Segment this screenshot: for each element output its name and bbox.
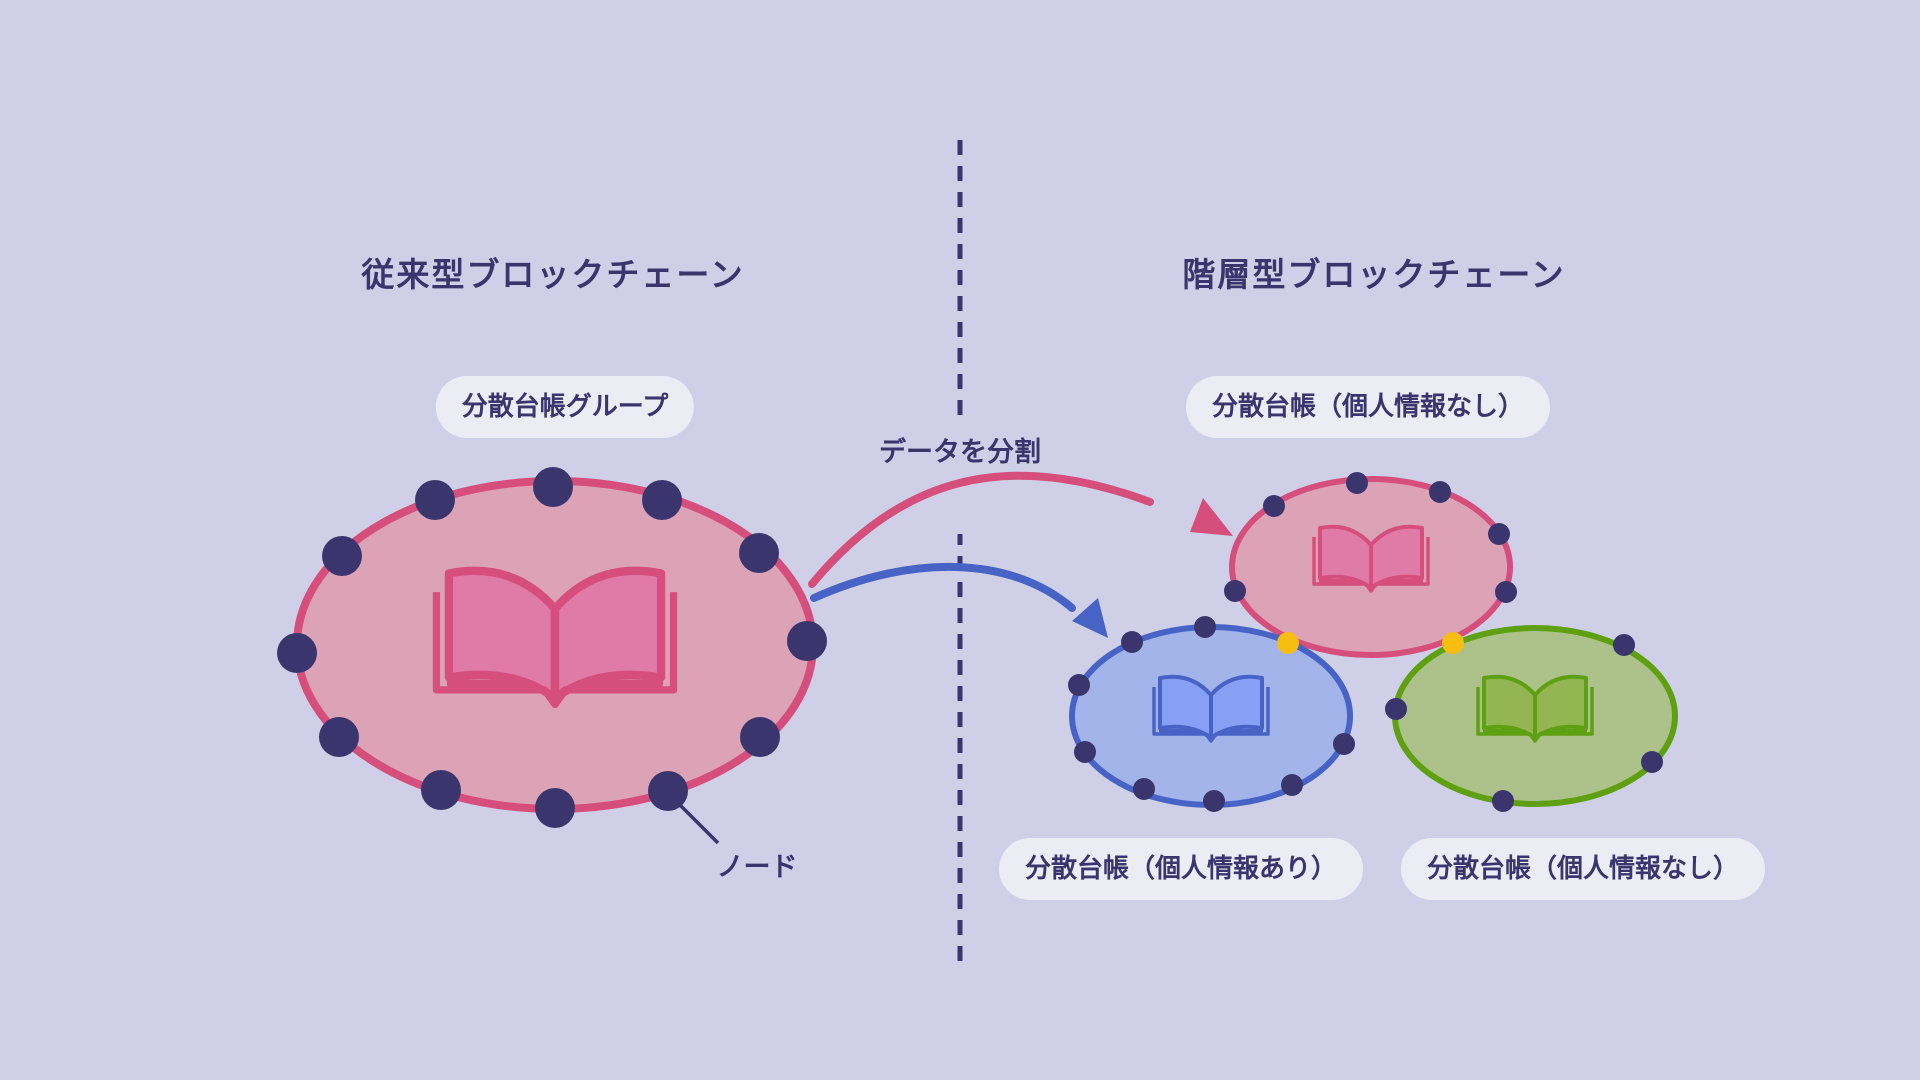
node	[1385, 698, 1407, 720]
node	[319, 717, 359, 757]
node	[1346, 472, 1368, 494]
node	[1133, 778, 1155, 800]
traditional-blockchain-title: 従来型ブロックチェーン	[361, 255, 745, 294]
hierarchical-nodes	[1068, 472, 1663, 812]
node	[415, 480, 455, 520]
split-arrow-pink	[808, 471, 1233, 588]
node	[421, 770, 461, 810]
node	[322, 536, 362, 576]
node	[648, 771, 688, 811]
node	[1429, 481, 1451, 503]
hierarchical-blockchain-title: 階層型ブロックチェーン	[1182, 255, 1566, 294]
node	[1641, 751, 1663, 773]
node	[740, 717, 780, 757]
traditional-nodes	[277, 467, 827, 828]
ledger-blue-label: 分散台帳（個人情報あり）	[998, 838, 1364, 900]
node	[1121, 631, 1143, 653]
split-data-label: データを分割	[879, 437, 1041, 468]
node	[642, 480, 682, 520]
node	[787, 621, 827, 661]
node	[1068, 674, 1090, 696]
node	[1492, 790, 1514, 812]
node	[1488, 523, 1510, 545]
shared-node	[1442, 632, 1464, 654]
node-label: ノード	[716, 852, 798, 883]
ledger-group-label: 分散台帳グループ	[435, 376, 695, 438]
node	[1194, 616, 1216, 638]
node-leader-line	[678, 803, 720, 845]
node	[1074, 741, 1096, 763]
node	[1495, 581, 1517, 603]
node	[1263, 495, 1285, 517]
node	[533, 467, 573, 507]
node	[1203, 790, 1225, 812]
node	[277, 633, 317, 673]
ledger-green-label: 分散台帳（個人情報なし）	[1400, 838, 1766, 900]
node	[1613, 634, 1635, 656]
node	[1333, 733, 1355, 755]
shared-node	[1277, 632, 1299, 654]
node	[535, 788, 575, 828]
node	[1281, 774, 1303, 796]
ledger-top-label: 分散台帳（個人情報なし）	[1185, 376, 1551, 438]
node	[1224, 580, 1246, 602]
split-arrow-blue	[810, 562, 1108, 638]
node	[739, 533, 779, 573]
